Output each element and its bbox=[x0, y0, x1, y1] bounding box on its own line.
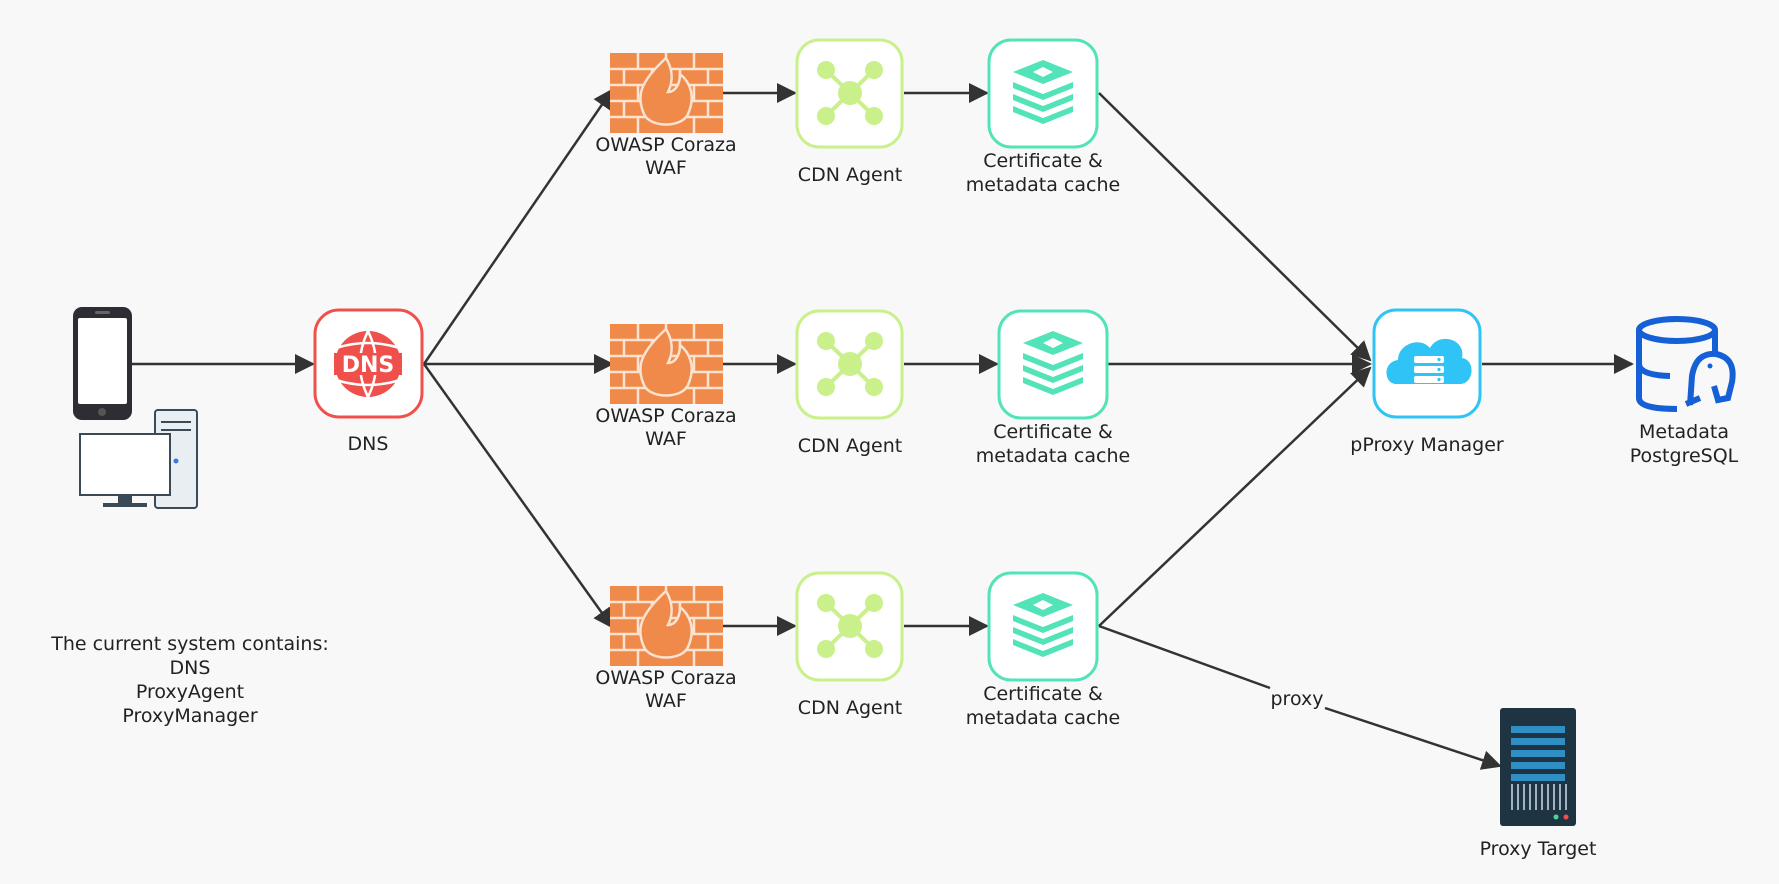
waf-label-line2: WAF bbox=[645, 157, 687, 179]
client-node bbox=[73, 307, 198, 509]
edge-cache-bot-target-a bbox=[1098, 624, 1271, 690]
cache-node-top: Certificate & metadata cache bbox=[966, 38, 1120, 196]
note-item-proxymanager: ProxyManager bbox=[122, 705, 258, 727]
note-heading: The current system contains: bbox=[51, 633, 329, 655]
proxy-target-label: Proxy Target bbox=[1480, 838, 1597, 860]
svg-text:DNS: DNS bbox=[342, 353, 395, 378]
edge-dns-waf-bot bbox=[422, 363, 614, 629]
cache-node-bot bbox=[964, 571, 1122, 731]
dns-label: DNS bbox=[348, 433, 389, 455]
waf-node-top: OWASP Coraza WAF bbox=[595, 53, 737, 179]
redis-stack-icon bbox=[987, 38, 1099, 149]
dns-node: DNS DNS bbox=[313, 308, 424, 455]
cache-label-line2: metadata cache bbox=[966, 174, 1120, 196]
server-rack-icon bbox=[1500, 708, 1576, 826]
edge-dns-waf-top bbox=[422, 88, 614, 365]
note-item-dns: DNS bbox=[169, 657, 211, 679]
edge-proxy-label: proxy bbox=[1271, 688, 1324, 710]
waf-node-bot bbox=[594, 584, 738, 714]
note-item-proxyagent: ProxyAgent bbox=[135, 681, 245, 703]
postgres-label-line1: Metadata bbox=[1639, 421, 1729, 443]
system-note: The current system contains: DNS ProxyAg… bbox=[30, 632, 350, 728]
postgresql-database-icon bbox=[1636, 316, 1736, 412]
waf-node-mid bbox=[594, 322, 738, 452]
firewall-icon bbox=[610, 53, 723, 133]
cdn-agent-label: CDN Agent bbox=[798, 164, 902, 186]
waf-label-line1: OWASP Coraza bbox=[595, 134, 736, 156]
cdn-agent-node-bot bbox=[795, 571, 905, 721]
cache-label-line1: Certificate & bbox=[983, 150, 1103, 172]
proxy-target-node: Proxy Target bbox=[1480, 708, 1597, 860]
postgres-node: Metadata PostgreSQL bbox=[1630, 316, 1739, 467]
edge-cache-bot-target-b bbox=[1324, 706, 1502, 770]
cdn-agent-node-top: CDN Agent bbox=[795, 38, 904, 186]
edges bbox=[132, 83, 1634, 770]
postgres-label-line2: PostgreSQL bbox=[1630, 445, 1739, 467]
cache-node-mid bbox=[974, 309, 1132, 469]
phone-icon bbox=[73, 307, 132, 420]
cdn-agent-node-mid bbox=[795, 309, 905, 459]
desktop-computer-icon bbox=[79, 409, 198, 509]
proxy-manager-node: pProxy Manager bbox=[1350, 308, 1504, 456]
edge-cache-bot-manager bbox=[1098, 366, 1372, 627]
edge-cache-top-manager bbox=[1098, 92, 1372, 362]
proxy-manager-label: pProxy Manager bbox=[1350, 434, 1504, 456]
